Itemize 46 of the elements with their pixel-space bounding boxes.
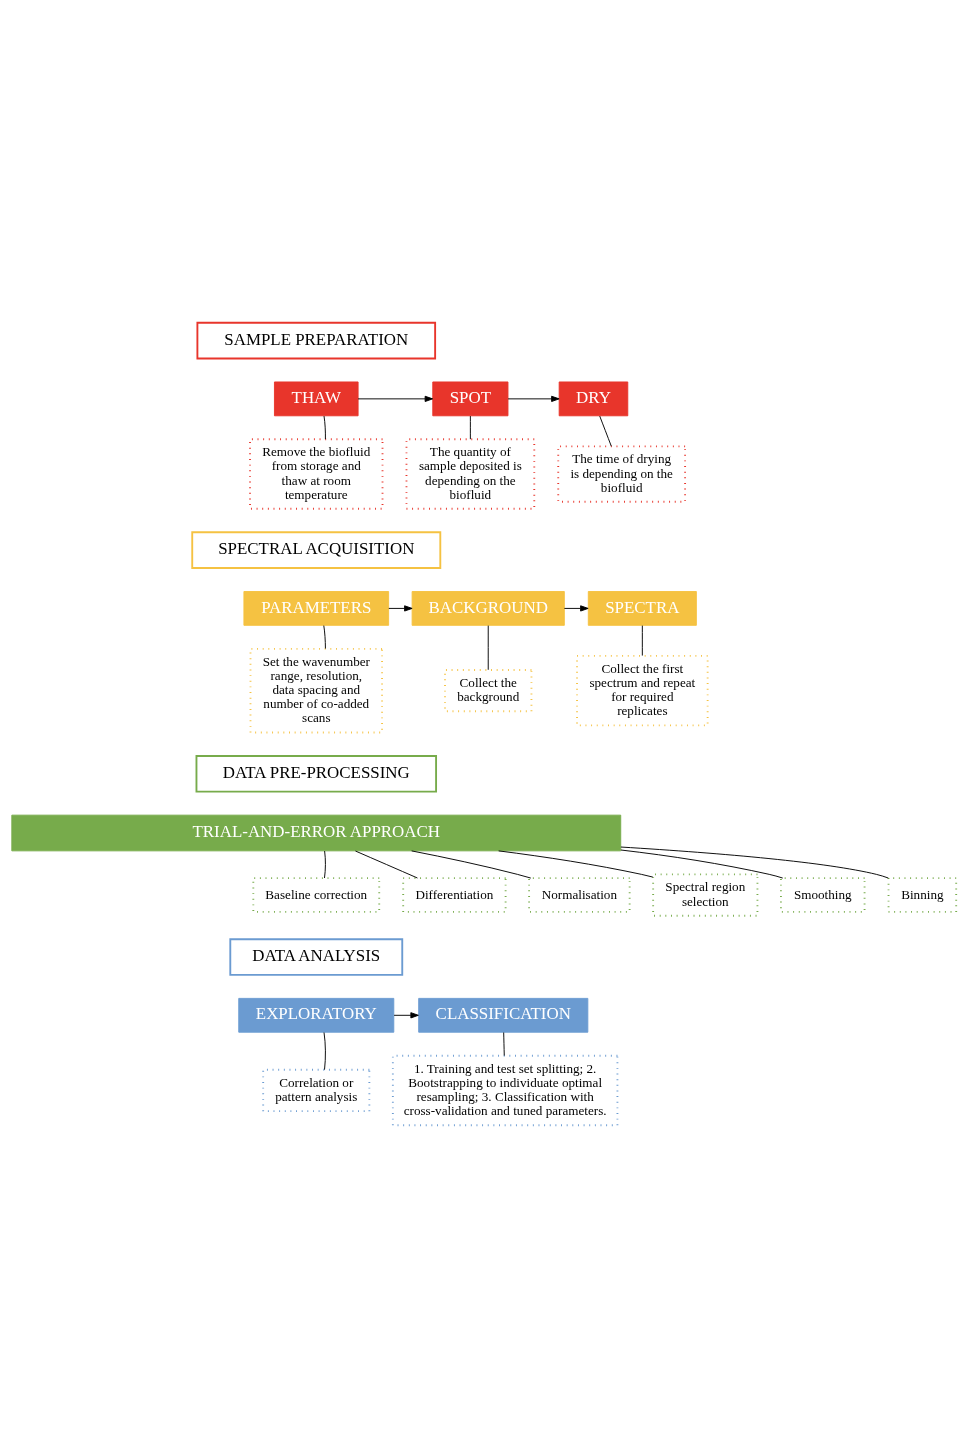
connector (641, 624, 643, 656)
node-box: SPOT (432, 381, 509, 416)
node-box: PARAMETERS (243, 590, 390, 626)
connector (469, 415, 471, 440)
connector (324, 850, 326, 878)
node-box: Smoothing (780, 876, 866, 913)
arrow (563, 604, 589, 611)
node-box: Remove the biofluid from storage and thaw at room temperature (249, 437, 384, 510)
node-box: Normalisation (528, 876, 631, 913)
node-box: The time of drying is depending on the biofluid (557, 444, 687, 503)
node-box: Correlation or pattern analysis (262, 1068, 371, 1112)
node-box: Collect the background (444, 668, 533, 712)
connector (620, 846, 889, 878)
node-box: Binning (887, 876, 958, 913)
arrow (507, 395, 560, 402)
connector (323, 415, 326, 440)
node-box: THAW (273, 381, 359, 416)
connector (599, 415, 612, 447)
connector (323, 1031, 326, 1070)
node-box: Baseline correction (252, 876, 381, 913)
connector (411, 849, 532, 879)
node-box: SAMPLE PREPARATION (196, 321, 437, 359)
node-box: CLASSIFICATION (418, 997, 589, 1033)
node-box: BACKGROUND (411, 590, 565, 626)
arrow (357, 395, 434, 402)
connector (355, 850, 418, 878)
node-box: TRIAL-AND-ERROR APPROACH (11, 814, 622, 851)
connector (323, 624, 326, 649)
node-box: EXPLORATORY (238, 997, 395, 1033)
arrow (388, 604, 413, 611)
connector (487, 624, 489, 670)
node-box: SPECTRAL ACQUISITION (191, 530, 442, 569)
node-box: Spectral region selection (652, 872, 759, 917)
node-box: The quantity of sample deposited is depending on the biofluid (405, 437, 536, 510)
node-box: Differentiation (402, 876, 507, 913)
connector (620, 849, 784, 878)
node-box: Set the wavenumber range, resolution, data spacing and number of co-added scans (249, 647, 383, 733)
node-box: SPECTRA (587, 590, 697, 626)
node-box: 1. Training and test set splitting; 2. Bootstrapping to individuate optimal resampling; 3. Classification with cross-validation and tuned parameters. (391, 1054, 619, 1126)
connector (503, 1031, 505, 1056)
node-box: Collect the first spectrum and repeat for required replicates (576, 654, 709, 726)
connector (498, 849, 654, 878)
node-box: DATA ANALYSIS (229, 937, 404, 976)
arrow (393, 1011, 419, 1018)
node-box: DRY (558, 381, 629, 416)
node-box: DATA PRE-PROCESSING (195, 754, 437, 793)
